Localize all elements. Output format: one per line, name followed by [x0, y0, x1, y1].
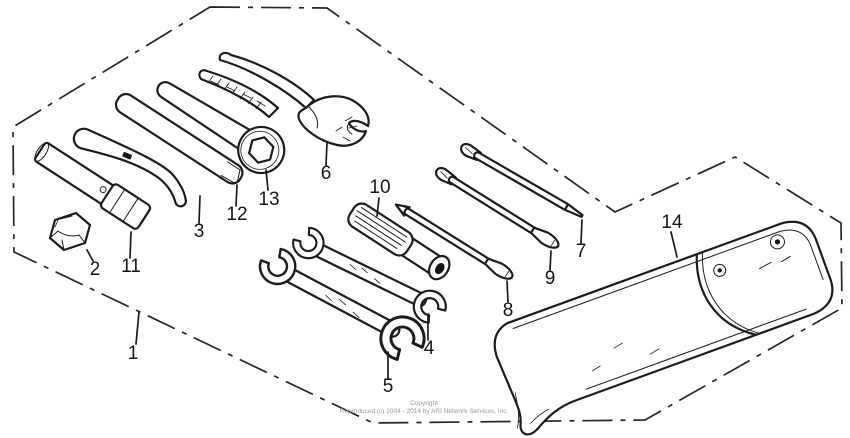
leader-line-10 [376, 197, 380, 217]
hex-nut-knurl [50, 217, 60, 235]
part-label-1: 1 [128, 343, 139, 364]
wrench-4-stamps [349, 264, 381, 284]
pouch-piping [512, 229, 824, 390]
box-wrench-handle [156, 81, 253, 151]
box-end-wrench [156, 81, 286, 175]
pouch-flap-seam-inner [701, 251, 761, 334]
leader-line-7 [580, 219, 583, 244]
leader-line-8 [506, 280, 509, 303]
copyright-line-2: Reproduced (c) 2004 - 2014 by ARI Networ… [340, 408, 509, 415]
flat-lever-bar [114, 92, 244, 185]
plug-wrench-tube-opening [34, 142, 50, 162]
hook-lever-stamp [122, 152, 132, 160]
part-label-4: 4 [424, 338, 435, 359]
wrench-5-stamps [325, 294, 360, 319]
blade-8-spade-tip [483, 257, 514, 280]
plug-wrench-hex-facets [109, 189, 139, 222]
leader-line-6 [325, 142, 328, 166]
pliers-upper-handle [218, 51, 316, 110]
part-label-7: 7 [576, 241, 587, 262]
blade-9-slot [440, 171, 555, 246]
hex-nut-facets [49, 215, 86, 251]
pouch-snap-button-2-center [717, 268, 722, 273]
grip-socket-hole [434, 263, 445, 275]
screwdriver-blade-7 [460, 142, 584, 218]
pouch-snap-button-center [774, 239, 781, 245]
leader-lines [86, 142, 678, 379]
part-label-10: 10 [369, 177, 390, 198]
open-end-wrench-large [254, 244, 431, 365]
part-label-12: 12 [226, 204, 247, 225]
part-label-13: 13 [258, 189, 279, 210]
part-label-2: 2 [90, 259, 101, 280]
part-label-6: 6 [321, 163, 332, 184]
pouch-fold-details [514, 342, 660, 429]
screwdriver-grip [347, 202, 451, 281]
leader-line-3 [198, 195, 201, 224]
spark-plug-wrench [34, 141, 152, 230]
hex-nut [48, 211, 92, 252]
screwdriver-blade-9 [435, 166, 560, 249]
tool-pouch [493, 220, 834, 436]
box-wrench-ring-inner-edge [240, 130, 280, 170]
hex-nut-body [48, 211, 92, 252]
pliers-pivot-line [308, 106, 353, 135]
blade-7-slot [465, 147, 473, 155]
plug-wrench-hex-socket [99, 183, 152, 230]
pouch-snap-button [769, 234, 785, 250]
box-wrench-hex-hole [248, 136, 275, 164]
flat-lever-edge-lines [220, 161, 241, 184]
kit-boundary-outline [12, 6, 843, 424]
leader-line-9 [549, 250, 552, 271]
hook-lever [72, 127, 187, 208]
blade-7-tip [563, 203, 584, 218]
blade-8-cross-lines [397, 204, 509, 277]
plug-wrench-bar-hole [99, 186, 107, 194]
part-label-5: 5 [383, 376, 394, 397]
pliers-jaw-teeth [335, 116, 358, 142]
flat-lever [114, 92, 244, 185]
leader-line-12 [235, 184, 238, 207]
copyright-watermark: Copyright Reproduced (c) 2004 - 2014 by … [340, 400, 509, 415]
blade-9-spade-tip [529, 226, 560, 249]
part-labels: 1 2 3 4 5 6 7 8 9 10 11 12 13 14 [90, 163, 683, 397]
copyright-line-1: Copyright [410, 400, 438, 407]
part-label-11: 11 [121, 256, 141, 277]
pouch-snap-button-2 [713, 263, 727, 277]
part-label-14: 14 [661, 212, 683, 233]
grip-ridges [354, 207, 408, 249]
hook-lever-body [72, 127, 187, 208]
pliers-knurl-texture [207, 75, 266, 110]
part-label-8: 8 [503, 300, 514, 321]
leader-line-11 [129, 231, 132, 259]
pliers [198, 51, 370, 147]
leader-line-2 [86, 249, 94, 262]
pouch-flap-seam [695, 253, 758, 336]
leader-line-14 [670, 231, 678, 258]
pouch-body [493, 220, 834, 436]
part-label-3: 3 [194, 221, 205, 242]
pouch-flap-marks [759, 255, 791, 270]
part-label-9: 9 [545, 268, 556, 289]
leader-line-1 [135, 311, 140, 345]
screwdriver-blade-8 [394, 203, 514, 280]
leader-line-13 [265, 169, 269, 191]
open-end-wrench-small [288, 223, 452, 328]
